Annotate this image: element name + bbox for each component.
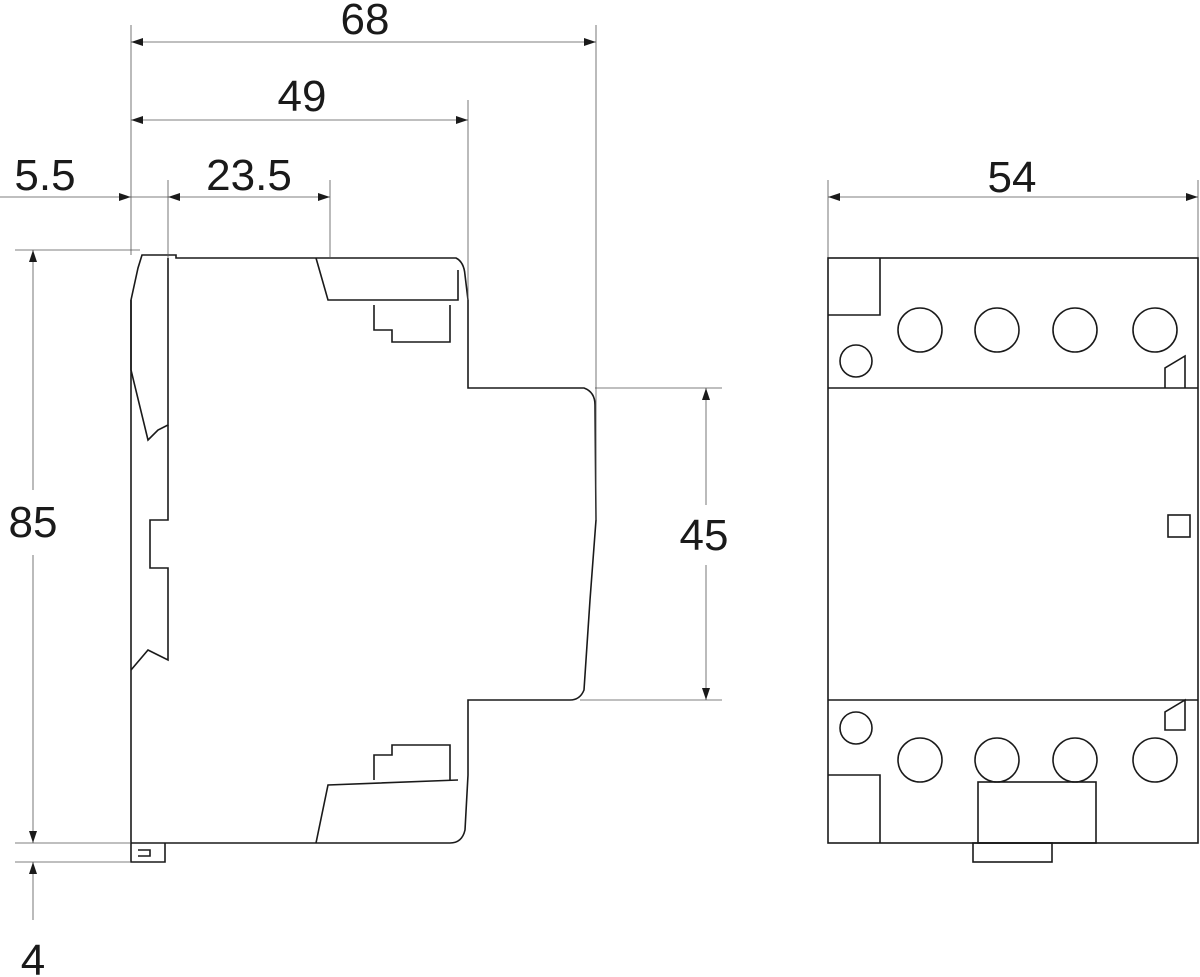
terminal-screw <box>897 737 943 783</box>
dim-label-85: 85 <box>9 498 58 547</box>
rail-notch <box>130 425 169 671</box>
dim-label-45: 45 <box>680 511 729 560</box>
rail-clip-tab <box>972 842 1053 863</box>
terminal-screw <box>1132 307 1178 353</box>
terminal-screw <box>1052 737 1098 783</box>
rail-clip <box>977 781 1097 844</box>
terminal-screw <box>839 344 873 378</box>
terminal-screw <box>839 711 873 745</box>
dim-label-54: 54 <box>988 153 1037 202</box>
terminal-screw <box>897 307 943 353</box>
terminal-screw <box>1132 737 1178 783</box>
indicator-window <box>1167 514 1191 538</box>
terminal-screw <box>974 737 1020 783</box>
lower-terminal <box>315 744 459 844</box>
terminal-screw <box>1052 307 1098 353</box>
side-view <box>130 254 597 863</box>
dim-label-5-5: 5.5 <box>14 151 75 200</box>
dim-label-4: 4 <box>21 936 45 977</box>
extension-lines <box>15 25 1199 863</box>
dim-label-68: 68 <box>341 0 390 44</box>
rail-clip-top <box>130 258 169 442</box>
dimension-lines <box>0 38 1198 920</box>
bottom-clip <box>130 843 166 863</box>
dim-label-49: 49 <box>278 72 327 121</box>
terminal-screw <box>974 307 1020 353</box>
side-view-outline <box>130 254 597 844</box>
front-view <box>827 257 1199 863</box>
dim-label-23-5: 23.5 <box>206 151 292 200</box>
upper-terminal <box>315 257 459 343</box>
